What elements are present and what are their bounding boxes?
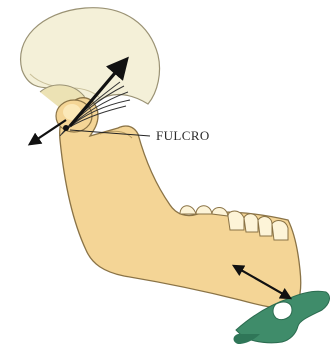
- fulcrum-label: FULCRO: [156, 128, 210, 143]
- fulcrum-point: [63, 125, 69, 131]
